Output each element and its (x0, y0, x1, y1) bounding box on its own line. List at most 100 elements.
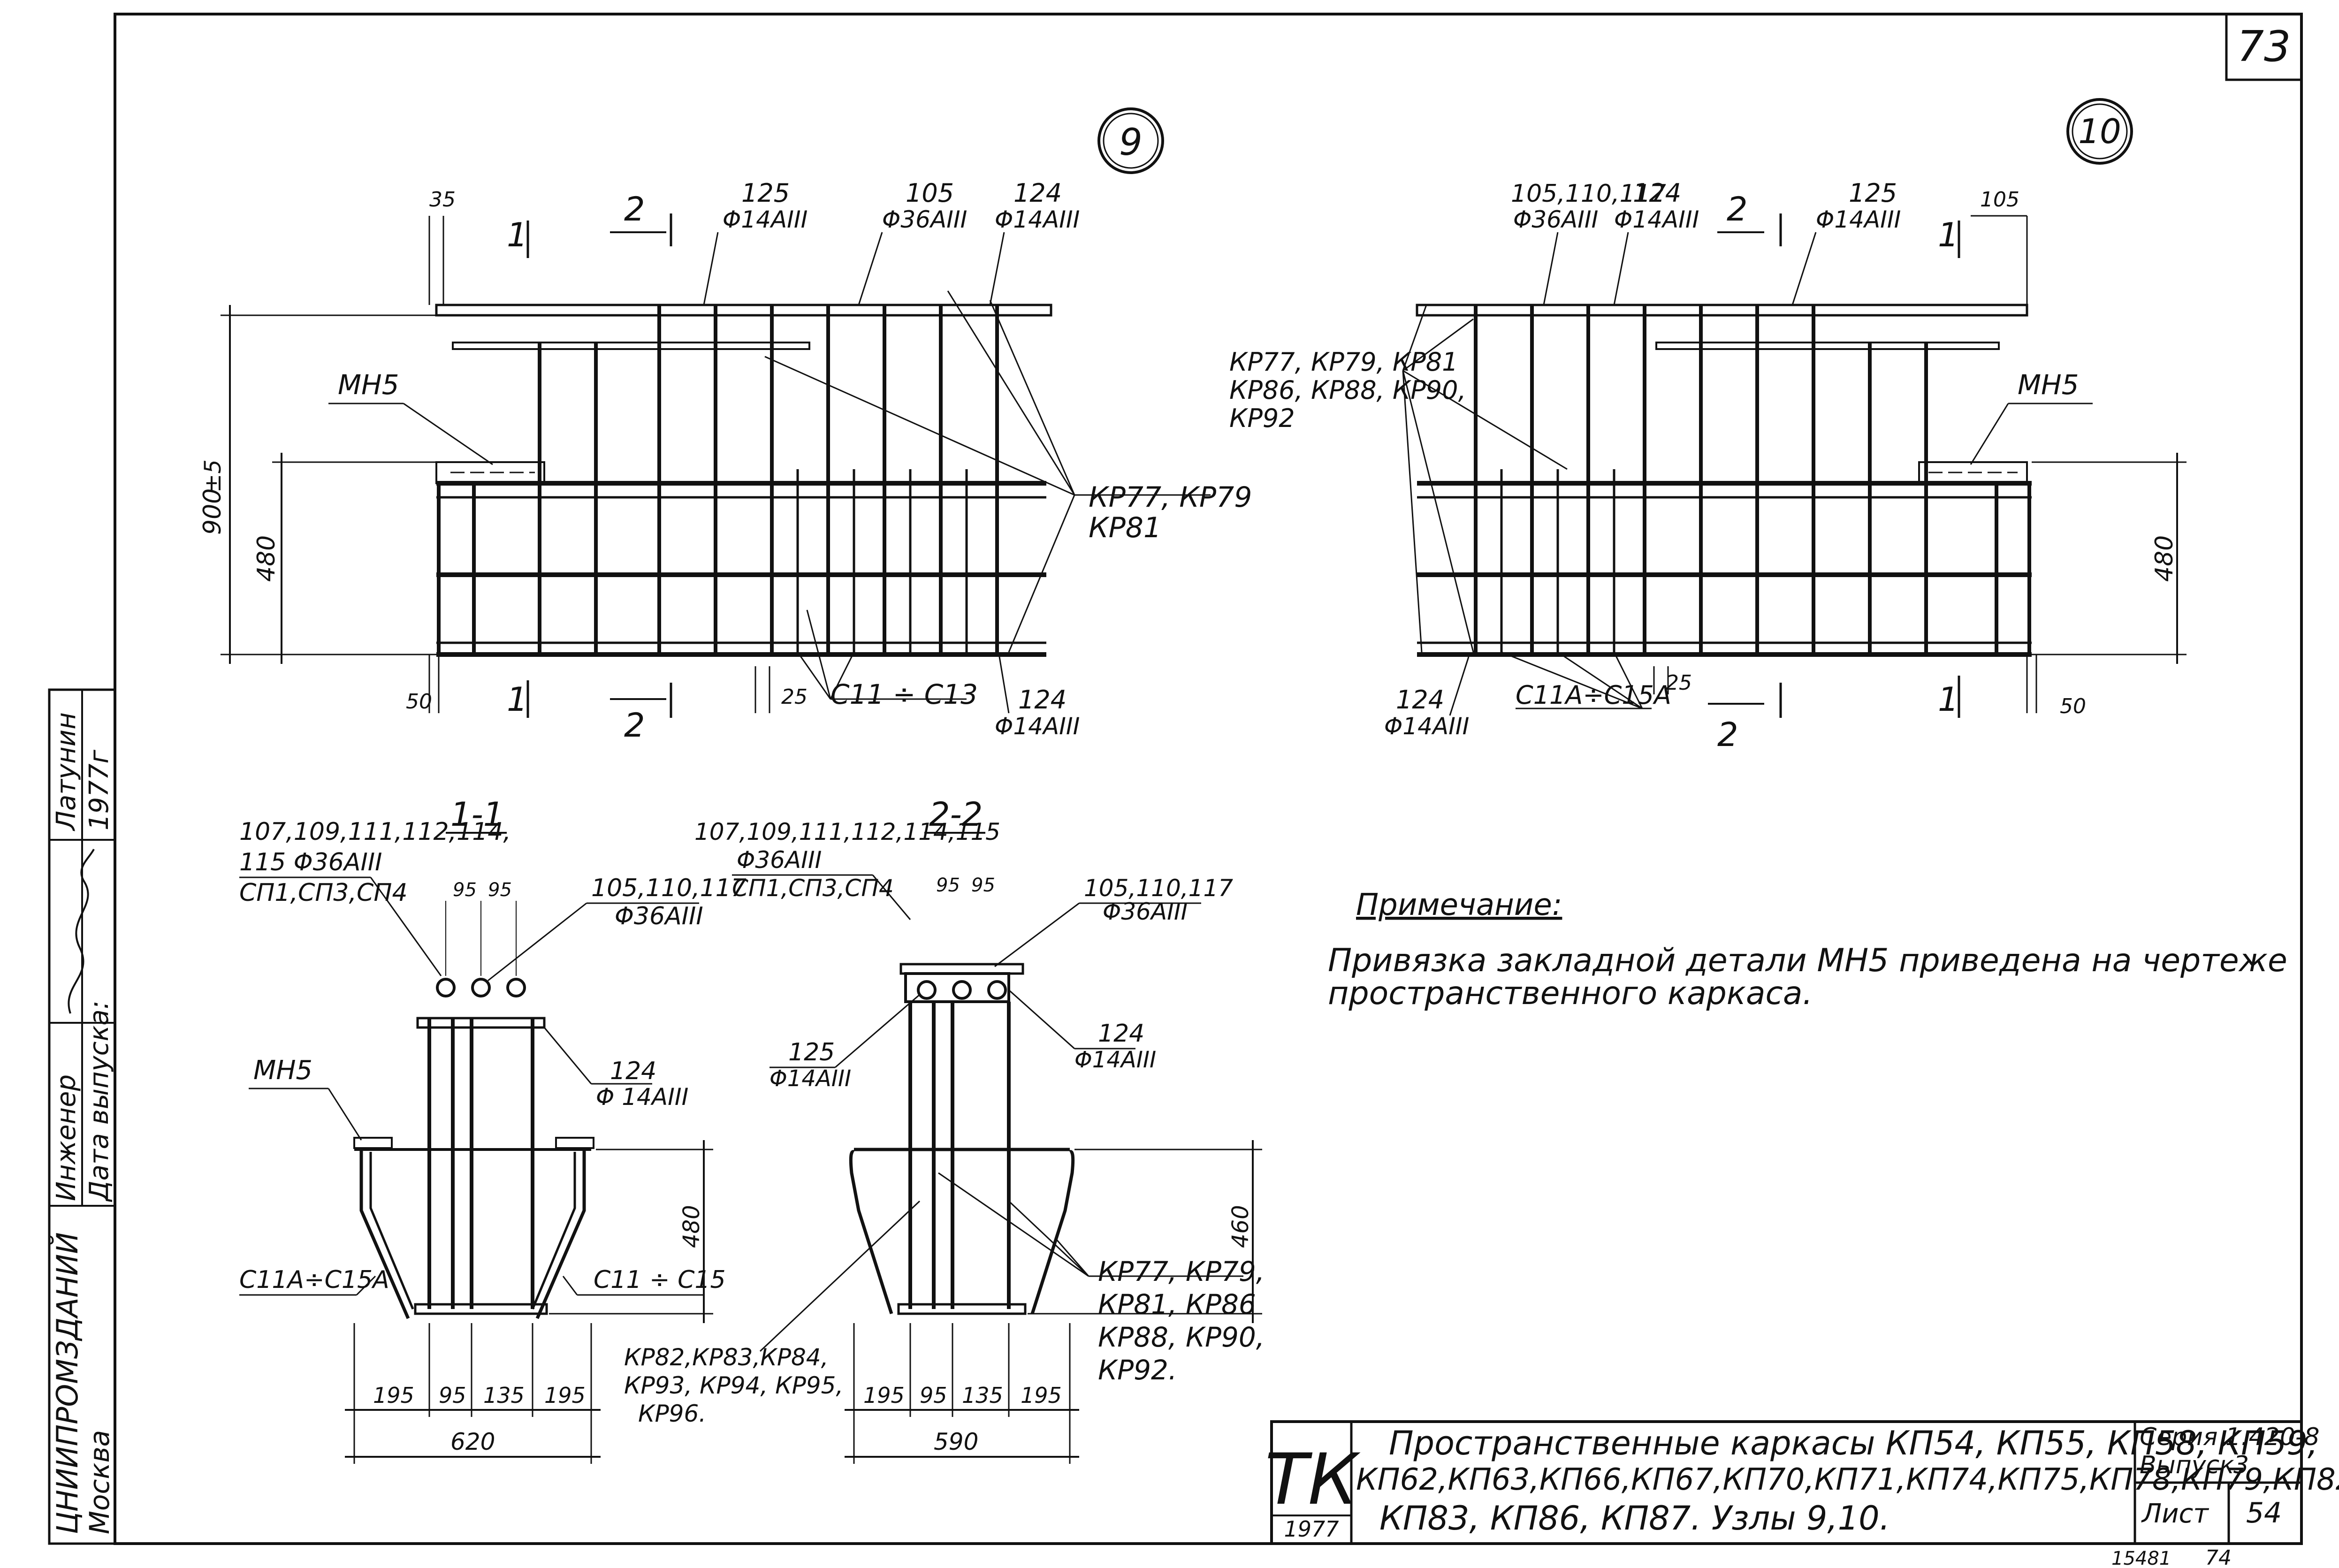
label-c-right: С11 ÷ С15 (594, 1266, 726, 1294)
logo-year: 1977 (1284, 1516, 1339, 1542)
callout-124-top-bar: Φ14AIII (995, 206, 1080, 233)
section-mark: 1 (507, 216, 528, 254)
callout-125: 125 (1849, 178, 1897, 208)
callout-125: 125 (741, 178, 790, 208)
label-top-right-1: 105,110,117 (1084, 875, 1233, 902)
footer-page: 74 (2205, 1546, 2232, 1568)
label-kr-left-2: КР93, КР94, КР95, (624, 1372, 843, 1399)
title-line: КП83, КП86, КП87. Узлы 9,10. (1379, 1499, 1890, 1538)
title-line: КП62,КП63,КП66,КП67,КП70,КП71,КП74,КП75,… (1356, 1462, 2339, 1497)
label-top-left-2: Φ36AIII (737, 846, 822, 874)
title-block: ТК 1977 Пространственные каркасы КП54, К… (1265, 1420, 2339, 1545)
dim-bottom: 195 (1021, 1383, 1062, 1408)
callout-124-bottom: 124 (1396, 685, 1444, 715)
engineer-name: Латунин (51, 712, 82, 831)
dim-105: 105 (1980, 188, 2019, 212)
label-125: 125 (788, 1038, 835, 1066)
dim-pm5: ±5 (200, 459, 226, 493)
dim-top: 95 (936, 875, 960, 896)
label-124: 124 (610, 1057, 656, 1085)
issue-label: Выпуск (2140, 1451, 2234, 1479)
callout-125-bar: Φ14AIII (1816, 206, 1901, 233)
dim-top: 95 (453, 879, 477, 901)
callout-kr: КР77, КР79, КР81 (1229, 347, 1458, 377)
dim-height: 460 (1227, 1205, 1254, 1248)
node-10-elevation: 10 480 105 (1229, 98, 2187, 754)
label-mn5: МН5 (253, 1055, 312, 1086)
city-name: Москва (84, 1430, 115, 1534)
section-mark: 2 (624, 706, 645, 745)
callout-124-top: 124 (1633, 178, 1681, 208)
label-top-left-1: 107,109,111,112,114, (239, 818, 511, 846)
label-kr-right-2: КР81, КР86 (1098, 1288, 1256, 1320)
dim-480: 480 (252, 535, 281, 582)
node-9-marker (1097, 107, 1164, 174)
node-9-number: 9 (1119, 122, 1143, 164)
section-title: 2-2 (929, 795, 983, 834)
callout-105-bar: Φ36AIII (882, 206, 967, 233)
dim-height: 480 (678, 1205, 705, 1248)
corner-number: 73 (2237, 22, 2291, 71)
stirrups-node-10 (1474, 305, 2031, 655)
note-line: Привязка закладной детали МН5 приведена … (1328, 942, 2287, 979)
stirrups-node-9 (437, 305, 999, 655)
title-line: Пространственные каркасы КП54, КП55, КП5… (1389, 1424, 2318, 1462)
dim-bottom: 135 (483, 1383, 525, 1408)
corner-number-box (2225, 13, 2303, 81)
label-c-left: С11А÷С15А (239, 1266, 389, 1294)
label-124: 124 (1098, 1020, 1144, 1048)
dim-25: 25 (1666, 671, 1692, 695)
dim-bottom: 95 (439, 1383, 466, 1408)
dim-bottom: 135 (962, 1383, 1003, 1408)
signature-mark (68, 849, 95, 1014)
section-mark: 1 (1938, 680, 1959, 719)
label-top-right-1: 105,110,117 (591, 874, 747, 902)
note-title: Примечание: (1356, 888, 1562, 922)
label-top-left-3: СП1,СП3,СП4 (732, 875, 894, 902)
section-mark: 2 (1727, 190, 1748, 228)
section-1-1: 1-1 107,109,111,112,114, 115 Φ36AIII СП1… (239, 795, 747, 1464)
callout-kr: КР77, КР79 (1089, 481, 1252, 514)
label-top-right-2: Φ36AIII (1103, 898, 1188, 925)
series: Серия 1.420-8 (2140, 1423, 2320, 1451)
top-bar-14 (452, 342, 810, 350)
node-10-marker (2066, 98, 2133, 165)
dim-900: 900 (198, 488, 227, 535)
dim-bottom: 195 (544, 1383, 586, 1408)
note: Примечание: Привязка закладной детали МН… (1328, 888, 2287, 1012)
label-kr-right-4: КР92. (1098, 1354, 1177, 1386)
callout-105: 105,110,117 (1511, 180, 1666, 208)
dim-480: 480 (2150, 535, 2179, 582)
dim-overall: 590 (934, 1428, 978, 1455)
label-top-left-1: 107,109,111,112,114,115 (694, 818, 1000, 845)
section-mark: 2 (624, 190, 645, 228)
callout-105: 105 (906, 178, 954, 208)
sheet-label: Лист (2141, 1499, 2209, 1529)
side-stamp: Инженер Латунин Дата выпуска: 1977г ЦНИИ… (48, 688, 116, 1545)
callout-kr-2: КР81 (1089, 511, 1161, 544)
issue-value: 3 (2233, 1451, 2249, 1479)
label-kr-right-3: КР88, КР90, (1098, 1321, 1265, 1353)
label-kr-left-1: КР82,КР83,КР84, (624, 1344, 829, 1371)
callout-kr-2: КР86, КР88, КР90, (1229, 375, 1466, 405)
label-top-right-2: Φ36AIII (615, 902, 703, 930)
label-124-bar: Φ14AIII (1074, 1047, 1156, 1073)
label-124-bar: Φ 14AIII (596, 1083, 688, 1111)
dim-overall: 620 (450, 1428, 495, 1455)
callout-124-top-bar: Φ14AIII (1614, 206, 1699, 233)
label-kr-left-3: КР96. (638, 1400, 706, 1427)
section-mark: 1 (507, 680, 528, 719)
top-bar-14 (1655, 342, 2000, 350)
dim-bottom: 195 (373, 1383, 414, 1408)
callout-c: С11А÷С15А (1516, 680, 1671, 710)
dim-25: 25 (781, 685, 808, 709)
section-mark: 2 (1717, 715, 1738, 754)
dim-top: 95 (971, 875, 995, 896)
top-bar-36 (435, 304, 1052, 317)
date-value: 1977г (84, 749, 114, 830)
node-9-elevation: 9 (198, 107, 1252, 745)
dim-bottom: 195 (863, 1383, 905, 1408)
section-2-2: 2-2 107,109,111,112,114,115 Φ36AIII СП1,… (624, 795, 1265, 1464)
label-top-left-3: СП1,СП3,СП4 (239, 879, 408, 907)
